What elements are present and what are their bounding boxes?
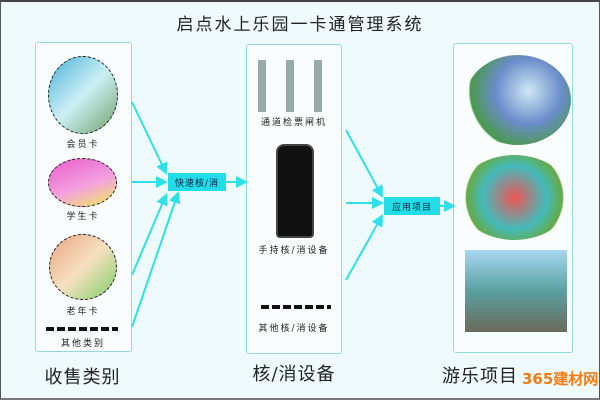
- project-image: [465, 55, 571, 145]
- quick-check-node: 快速核/消: [168, 173, 226, 191]
- handheld-device-image: [276, 144, 314, 238]
- device-turnstile: 通道检票闸机: [260, 118, 327, 128]
- sales-item-member: 会员卡: [66, 140, 100, 150]
- page-title: 启点水上乐园一卡通管理系统: [176, 15, 424, 35]
- arrow: [131, 193, 168, 276]
- student-card-image: [48, 158, 117, 207]
- more-devices-placeholder: [261, 305, 331, 309]
- device-handheld: 手持核/消设备: [258, 246, 330, 256]
- device-other: 其他核/消设备: [258, 324, 330, 334]
- sales-heading: 收售类别: [44, 367, 121, 388]
- arrow: [345, 129, 383, 198]
- project-image: [458, 155, 571, 240]
- arrow: [131, 101, 168, 175]
- senior-card-image: [49, 234, 117, 300]
- sales-item-senior: 老年卡: [66, 307, 100, 317]
- sales-item-student: 学生卡: [66, 212, 100, 222]
- member-card-image: [48, 56, 118, 134]
- arrow: [345, 214, 383, 281]
- arrow: [131, 191, 181, 328]
- application-node: 应用项目: [384, 197, 440, 215]
- watermark: 365建材网: [522, 370, 599, 388]
- projects-heading: 游乐项目: [442, 366, 518, 387]
- sales-item-other: 其他类别: [60, 339, 105, 349]
- devices-heading: 核/消设备: [252, 364, 336, 385]
- more-placeholder: [46, 327, 118, 331]
- turnstile-image: [258, 60, 330, 112]
- project-image: [465, 250, 567, 332]
